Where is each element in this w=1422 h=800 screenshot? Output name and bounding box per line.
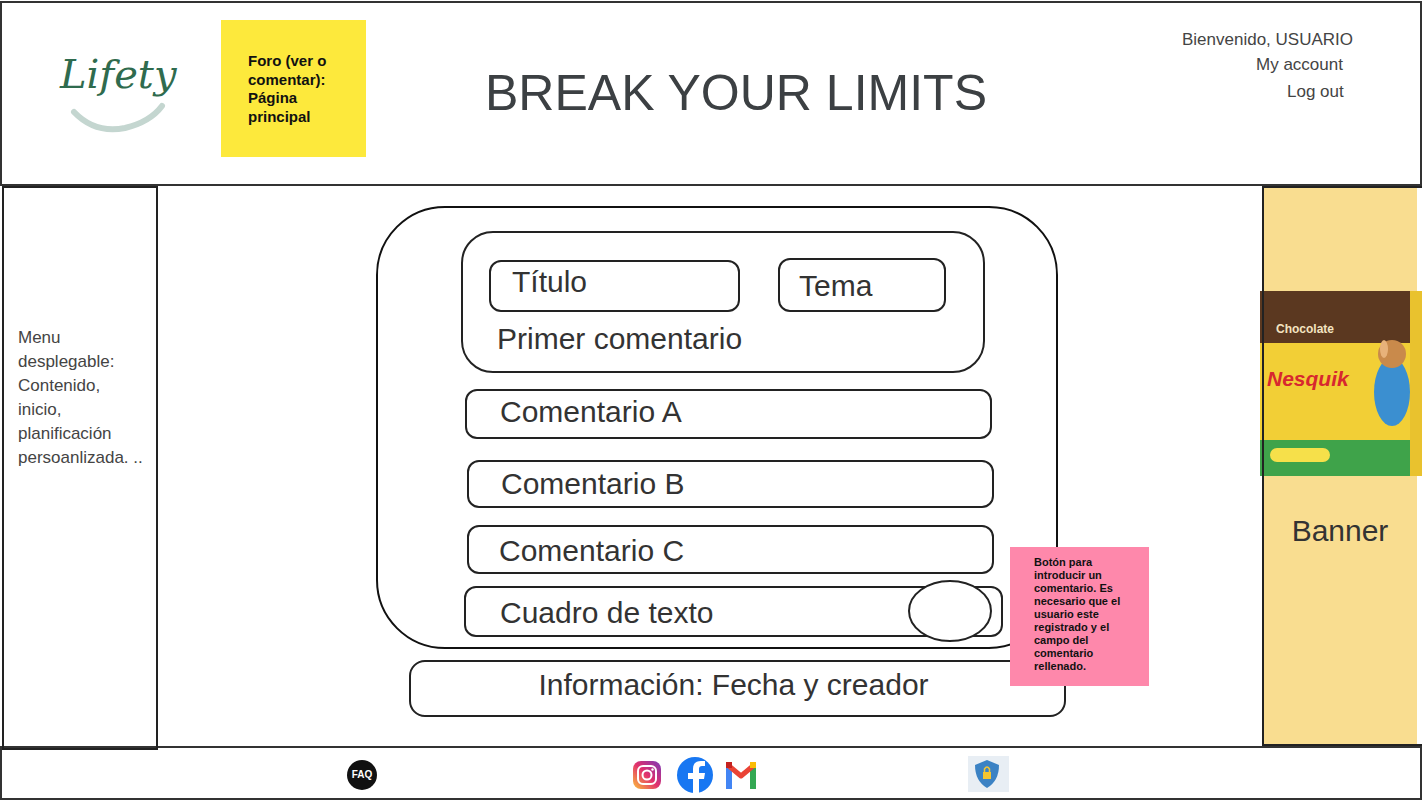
- submit-button: [909, 581, 991, 641]
- rabbit-head: [1378, 340, 1406, 368]
- instagram-icon: [633, 761, 661, 789]
- facebook-icon: [688, 761, 705, 793]
- instagram-icon: [633, 761, 661, 789]
- topic-field: Tema: [778, 258, 946, 312]
- user-greeting: Bienvenido, USUARIO: [1182, 29, 1353, 51]
- info-box: Información: Fecha y creador: [409, 660, 1066, 717]
- photo-edge: [1410, 291, 1422, 476]
- gmail-icon: [726, 762, 756, 789]
- node-text: Comentario C: [499, 533, 684, 569]
- submit-button: [907, 579, 993, 643]
- logout-link: Log out: [1287, 81, 1344, 103]
- photo-ground: [1260, 291, 1422, 476]
- node-text: Información: Fecha y creador: [411, 667, 1056, 703]
- faq-icon: [347, 760, 377, 790]
- comment-box: Comentario C: [467, 525, 994, 574]
- gmail-icon: [750, 762, 756, 768]
- header-bar: [1, 2, 1421, 185]
- banner-panel: Banner: [1262, 186, 1422, 746]
- facebook-icon: [677, 757, 713, 793]
- node-text: Comentario B: [501, 466, 684, 502]
- sticky-note: Foro (ver o comentar): Página principal: [221, 20, 366, 157]
- node-text: Título: [512, 264, 587, 300]
- product-photo: [1260, 291, 1422, 476]
- node-text: Comentario A: [500, 394, 682, 430]
- page-title: BREAK YOUR LIMITS: [411, 63, 1061, 123]
- photo-logo: [1270, 448, 1330, 462]
- comment-box: Comentario B: [467, 460, 994, 508]
- gmail-icon: [726, 762, 732, 768]
- account-link: My account: [1256, 54, 1343, 76]
- product-text: Nesquik: [1267, 366, 1349, 392]
- instagram-icon: [643, 771, 652, 780]
- logo-text: Lifety: [60, 50, 177, 98]
- photo-band: [1260, 440, 1422, 476]
- logo-swirl: [74, 106, 162, 129]
- instagram-icon: [638, 766, 656, 784]
- gmail-icon: [729, 766, 753, 776]
- rabbit-ear: [1380, 340, 1388, 358]
- node-text: Banner: [1264, 513, 1416, 549]
- first-comment-box: Primer comentario Título Tema: [461, 231, 985, 373]
- text-input-box: Cuadro de texto: [464, 586, 1003, 637]
- privacy-icon: [983, 772, 991, 779]
- faq-text: FAQ: [347, 769, 377, 781]
- privacy-icon: [985, 767, 990, 772]
- privacy-icon: [968, 756, 1009, 792]
- sticky-note: Botón para introducir un comentario. Es …: [1010, 547, 1149, 686]
- node-text: Foro (ver o comentar): Página principal: [248, 52, 356, 126]
- footer-bar: [1, 747, 1421, 799]
- facebook-icon: [677, 757, 713, 793]
- title-field: Título: [489, 260, 740, 312]
- privacy-icon: [968, 756, 1009, 792]
- node-text: Menu desplegable: Contenido, inicio, pla…: [18, 326, 146, 470]
- node-text: Botón para introducir un comentario. Es …: [1034, 556, 1136, 673]
- product-text: Chocolate: [1276, 322, 1334, 337]
- node-text: Tema: [799, 268, 872, 304]
- rabbit-body: [1374, 358, 1410, 426]
- photo-band: [1260, 291, 1422, 343]
- comment-box: Comentario A: [465, 389, 992, 439]
- node-text: Primer comentario: [497, 321, 742, 357]
- forum-container: [377, 207, 1057, 648]
- side-menu: Menu desplegable: Contenido, inicio, pla…: [2, 186, 158, 750]
- instagram-icon: [651, 768, 653, 770]
- node-text: Cuadro de texto: [500, 595, 713, 631]
- privacy-icon: [975, 760, 999, 788]
